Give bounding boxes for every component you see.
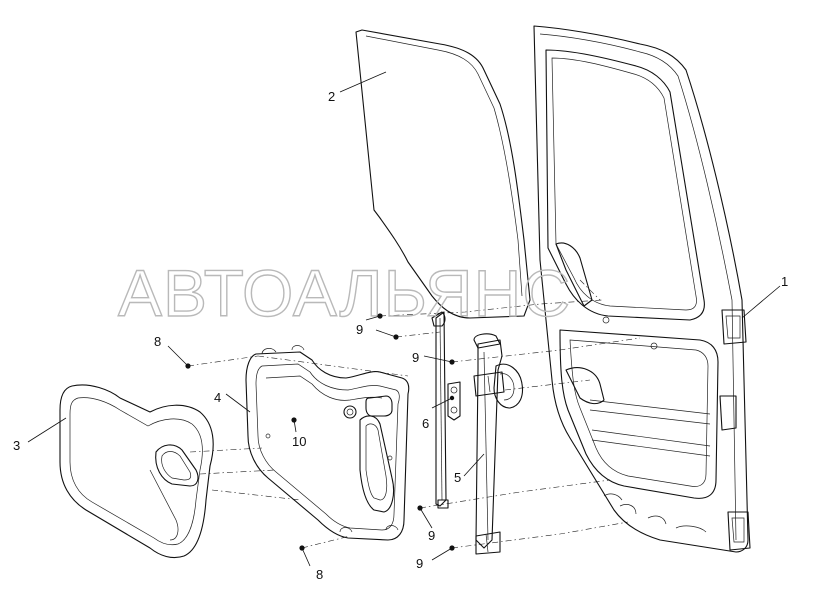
- callout-1: 1: [781, 274, 788, 289]
- callout-9-lower: 9: [428, 528, 435, 543]
- part-1-door-shell: [533, 25, 751, 553]
- part-5-window-regulator: [473, 333, 524, 555]
- bolt-dot: [185, 363, 191, 369]
- leaders: [27, 71, 781, 567]
- callout-9-middle: 9: [412, 350, 419, 365]
- callout-6: 6: [422, 416, 429, 431]
- callout-3: 3: [13, 438, 20, 453]
- callout-labels: 2 1 3 4 5 6 8 8 9 9 9 9 10: [13, 89, 788, 582]
- bolt-dot: [449, 395, 455, 401]
- bolt-dot: [449, 545, 455, 551]
- bolt-dot: [299, 545, 305, 551]
- callout-8-bottom: 8: [316, 567, 323, 582]
- callout-5: 5: [454, 470, 461, 485]
- bolt-dot: [291, 417, 297, 423]
- part-2-door-glass: [355, 29, 531, 319]
- bolt-dots: [185, 313, 455, 551]
- bolt-dot: [417, 505, 423, 511]
- bolt-dot: [377, 313, 383, 319]
- callout-10: 10: [292, 434, 306, 449]
- callout-9-bottom: 9: [416, 556, 423, 571]
- part-6-regulator-link: [447, 381, 461, 421]
- part-4-inner-panel: [245, 345, 410, 541]
- bolt-dot: [393, 334, 399, 340]
- callout-4: 4: [214, 390, 221, 405]
- bolt-dot: [449, 359, 455, 365]
- callout-8-top: 8: [154, 334, 161, 349]
- callout-9-upper: 9: [356, 322, 363, 337]
- part-3-trim-panel: [59, 384, 214, 559]
- glass-rear-channel: [431, 311, 449, 509]
- watermark-text: АВТОАЛЬЯНС: [118, 256, 571, 330]
- callout-2: 2: [328, 89, 335, 104]
